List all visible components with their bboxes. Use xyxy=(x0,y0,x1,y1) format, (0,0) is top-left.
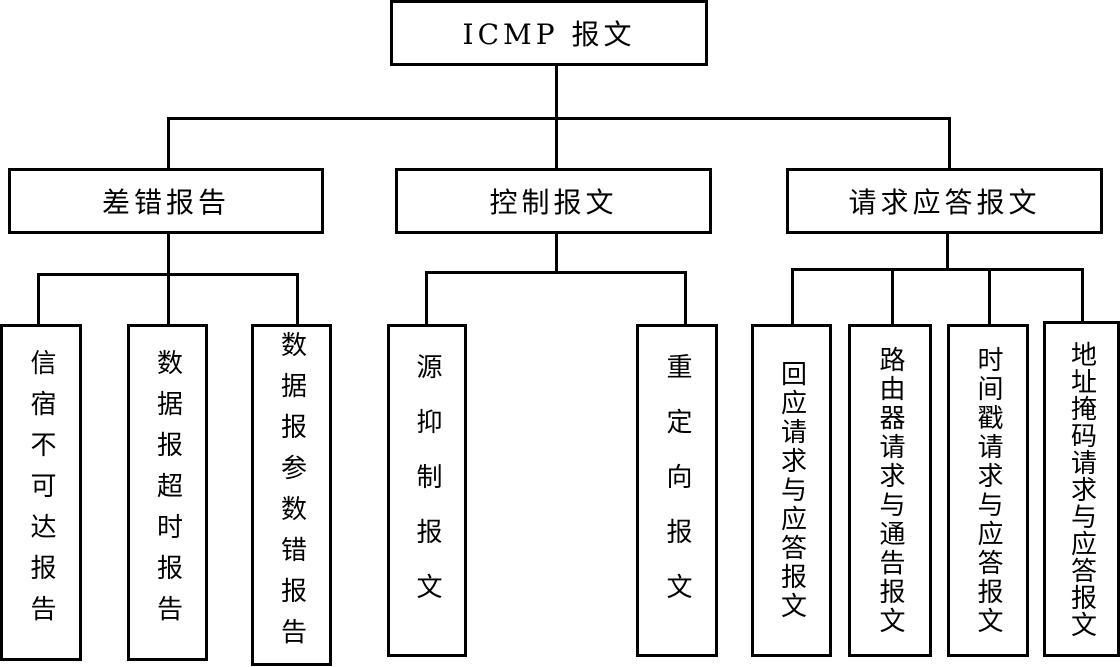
connector-root-bus xyxy=(167,117,951,120)
leaf-node-echo: 回应请求与应答报文 xyxy=(751,324,832,657)
leaf-node-timestamp: 时间戳请求与应答报文 xyxy=(947,324,1029,657)
connector-cat-1-bus xyxy=(425,271,687,274)
leaf-node-label: 路由器请求与通告报文 xyxy=(875,345,905,636)
connector-to-cat-1 xyxy=(555,117,558,170)
root-node: ICMP 报文 xyxy=(390,0,708,66)
connector-cat-1-leaf-0 xyxy=(425,271,428,326)
leaf-node-time-exceeded: 数据报超时报告 xyxy=(127,324,208,661)
connector-cat-0-leaf-2 xyxy=(296,273,299,326)
leaf-node-redirect: 重定向报文 xyxy=(636,324,718,657)
leaf-node-address-mask: 地址掩码请求与应答报文 xyxy=(1043,321,1120,657)
connector-cat-1-leaf-1 xyxy=(684,271,687,326)
category-node-error-report: 差错报告 xyxy=(8,168,324,234)
leaf-node-label: 源抑制报文 xyxy=(412,353,442,628)
connector-root-down xyxy=(555,64,558,120)
leaf-node-destination-unreachable: 信宿不可达报告 xyxy=(0,324,82,661)
connector-cat-0-leaf-0 xyxy=(37,273,40,326)
category-node-label: 差错报告 xyxy=(101,186,230,219)
connector-cat-2-leaf-0 xyxy=(791,268,794,326)
leaf-node-parameter-problem: 数据报参数错报告 xyxy=(251,324,332,666)
connector-cat-2-bus xyxy=(791,268,1084,271)
connector-cat-1-down xyxy=(555,232,558,274)
leaf-node-label: 数据报参数错报告 xyxy=(276,331,307,659)
category-node-request-reply: 请求应答报文 xyxy=(786,168,1103,234)
leaf-node-label: 信宿不可达报告 xyxy=(26,349,56,636)
connector-cat-0-leaf-1 xyxy=(167,273,170,326)
connector-cat-2-leaf-2 xyxy=(988,268,991,326)
connector-cat-2-leaf-1 xyxy=(891,268,894,326)
connector-cat-0-down xyxy=(167,232,170,276)
connector-cat-2-down xyxy=(946,232,949,271)
leaf-node-source-quench: 源抑制报文 xyxy=(387,324,467,657)
leaf-node-label: 重定向报文 xyxy=(662,353,692,628)
leaf-node-router-solicitation: 路由器请求与通告报文 xyxy=(848,324,932,657)
leaf-node-label: 回应请求与应答报文 xyxy=(776,360,807,621)
connector-cat-2-leaf-3 xyxy=(1081,268,1084,323)
leaf-node-label: 时间戳请求与应答报文 xyxy=(973,345,1003,636)
root-node-label: ICMP 报文 xyxy=(462,18,636,51)
category-node-label: 请求应答报文 xyxy=(848,186,1041,219)
connector-to-cat-0 xyxy=(167,117,170,170)
category-node-label: 控制报文 xyxy=(489,186,618,219)
leaf-node-label: 数据报超时报告 xyxy=(152,349,183,636)
category-node-control: 控制报文 xyxy=(395,168,712,234)
connector-to-cat-2 xyxy=(948,117,951,170)
leaf-node-label: 地址掩码请求与应答报文 xyxy=(1066,340,1097,638)
